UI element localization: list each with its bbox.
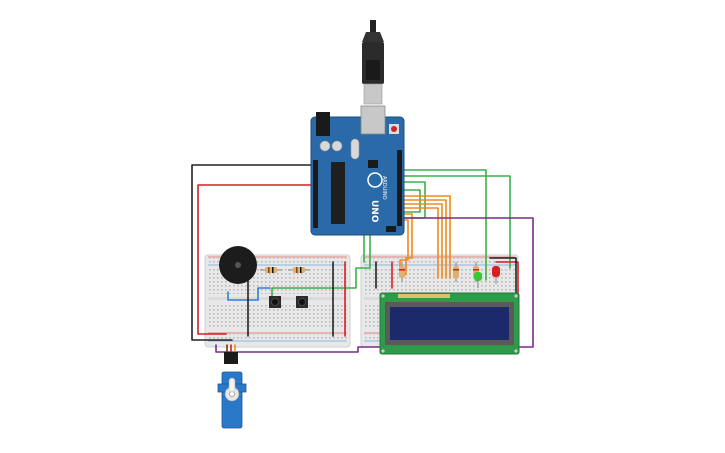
wire-5v-red[interactable] (197, 184, 317, 335)
led-icon[interactable] (492, 266, 500, 284)
wire-orange-2[interactable] (399, 199, 447, 279)
led-icon[interactable] (474, 272, 482, 288)
wire-purple[interactable] (215, 217, 534, 353)
wire-orange-1[interactable] (399, 195, 451, 279)
wire-green-1[interactable] (399, 169, 487, 281)
resistor-icon[interactable] (260, 267, 282, 273)
wire-green-2[interactable] (399, 175, 511, 269)
wire-orange-5[interactable] (399, 213, 413, 276)
wire-blue[interactable] (227, 287, 271, 301)
usb-plug-icon[interactable] (362, 20, 384, 105)
pushbutton-icon[interactable] (269, 296, 281, 308)
arduino-model-label: UNO (369, 200, 379, 223)
wire-orange-3[interactable] (399, 203, 443, 279)
piezo-buzzer-icon[interactable] (219, 246, 257, 284)
wire-orange-6[interactable] (399, 219, 409, 276)
pushbutton-icon[interactable] (296, 296, 308, 308)
servo-motor-icon[interactable] (217, 352, 247, 429)
arduino-uno-icon[interactable]: ARDUINO UNO (310, 105, 405, 236)
wire-green-3[interactable] (271, 181, 426, 301)
resistor-icon[interactable] (453, 262, 459, 282)
wire-orange-4[interactable] (399, 207, 439, 279)
lcd-16x2-icon[interactable] (379, 292, 520, 355)
wire-gnd-black[interactable] (191, 164, 317, 341)
resistor-icon[interactable] (288, 267, 310, 273)
arduino-brand-label: ARDUINO (381, 176, 387, 200)
resistor-icon[interactable] (399, 262, 405, 282)
